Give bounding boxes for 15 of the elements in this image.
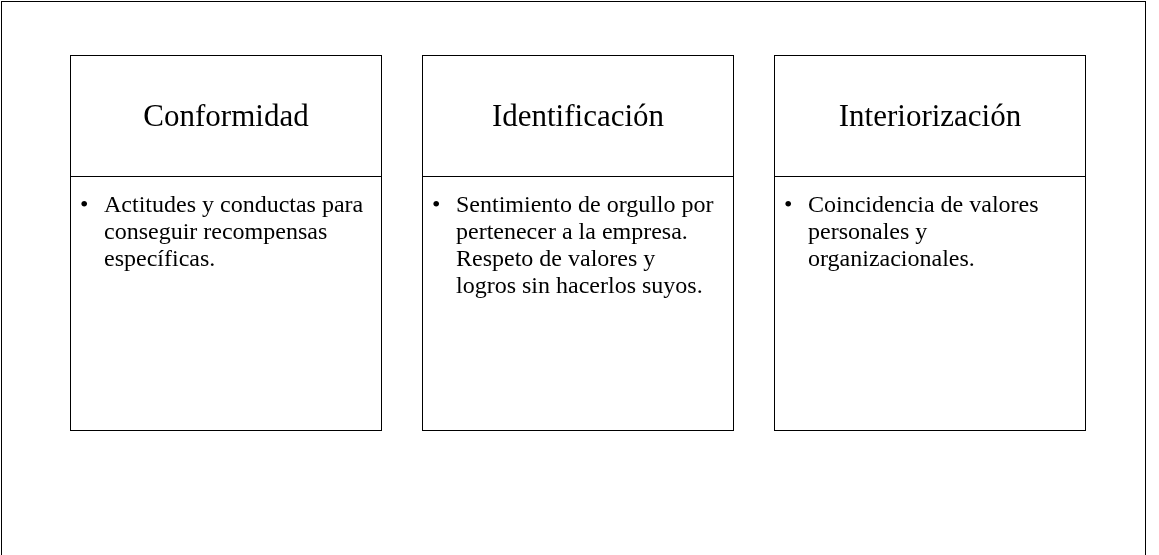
header-box — [70, 55, 382, 177]
bullet-text: Actitudes y conductas para conseguir recompensas específicas. — [104, 191, 365, 272]
content-box — [774, 176, 1086, 431]
bullet-marker: • — [80, 191, 89, 218]
heading-text: Identificación — [491, 98, 665, 134]
content-box — [70, 176, 382, 431]
heading-text: Conformidad — [143, 98, 309, 134]
header-box — [774, 55, 1086, 177]
content-box — [422, 176, 734, 431]
bullet-marker: • — [784, 191, 793, 218]
header-box — [422, 55, 734, 177]
bullet-text: Coincidencia de valores personales y organizacionales. — [808, 191, 1040, 272]
bullet-marker: • — [432, 191, 441, 218]
bullet-text: Sentimiento de orgullo por pertenecer a la empresa. Respeto de valores y logros sin hacerlos suyos. — [456, 191, 715, 299]
heading-text: Interiorización — [838, 98, 1022, 134]
